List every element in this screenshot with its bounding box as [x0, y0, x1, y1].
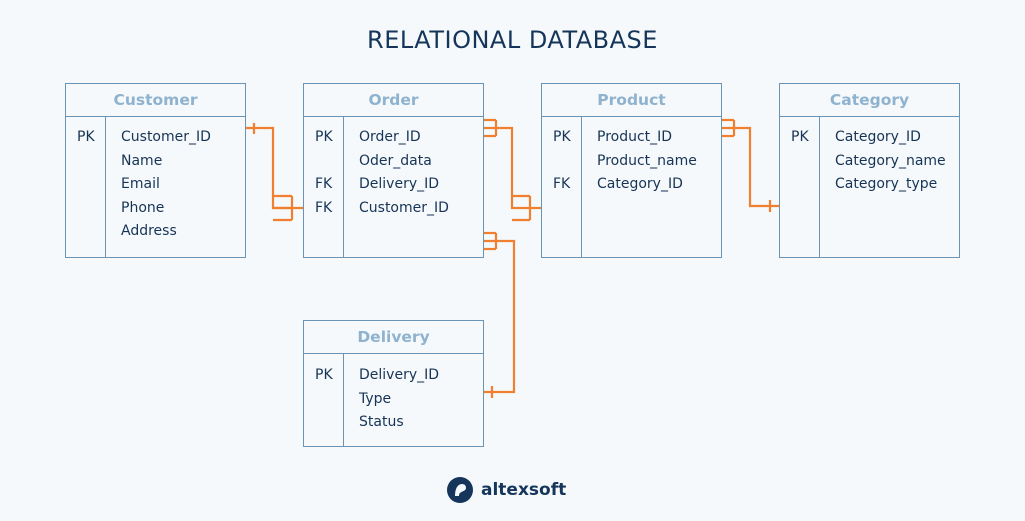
key-label: FK: [553, 176, 571, 192]
key-label: PK: [791, 129, 809, 145]
field-name: Delivery_ID: [359, 176, 440, 192]
table-row: FK Delivery_ID: [304, 176, 483, 200]
connector-order-delivery: [484, 239, 516, 394]
field-name: Status: [359, 414, 404, 430]
table-customer-header: Customer: [66, 84, 245, 117]
table-delivery-header: Delivery: [304, 321, 483, 354]
key-label: FK: [315, 176, 333, 192]
field-name: Type: [359, 391, 392, 407]
altexsoft-logo: altexsoft: [446, 474, 566, 506]
table-product-header: Product: [542, 84, 721, 117]
key-column: [542, 117, 582, 257]
field-name: Name: [121, 153, 163, 169]
connector-order-product: [484, 126, 541, 210]
table-row: Email: [66, 176, 245, 200]
key-label: PK: [553, 129, 571, 145]
table-row: PK Customer_ID: [66, 129, 245, 153]
table-row: Oder_data: [304, 153, 483, 177]
table-row: PK Product_ID: [542, 129, 721, 153]
key-column: [66, 117, 106, 257]
table-order-header: Order: [304, 84, 483, 117]
table-row: FK Category_ID: [542, 176, 721, 200]
table-row: Address: [66, 223, 245, 247]
table-row: Phone: [66, 200, 245, 224]
field-name: Product_name: [597, 153, 697, 169]
table-row: PK Delivery_ID: [304, 367, 483, 391]
altexsoft-logo-icon: [447, 477, 473, 503]
table-order: Order PK Order_ID Oder_data FK Delivery_…: [303, 83, 484, 258]
table-row: Name: [66, 153, 245, 177]
field-name: Product_ID: [597, 129, 673, 145]
field-name: Phone: [121, 200, 165, 216]
table-row: PK Category_ID: [780, 129, 959, 153]
field-name: Customer_ID: [359, 200, 449, 216]
field-name: Email: [121, 176, 160, 192]
table-product: Product PK Product_ID Product_name FK Ca…: [541, 83, 722, 258]
table-category-header: Category: [780, 84, 959, 117]
field-name: Category_type: [835, 176, 938, 192]
field-name: Order_ID: [359, 129, 421, 145]
table-row: PK Order_ID: [304, 129, 483, 153]
field-name: Delivery_ID: [359, 367, 440, 383]
table-row: Category_type: [780, 176, 959, 200]
field-name: Category_name: [835, 153, 946, 169]
key-label: FK: [315, 200, 333, 216]
field-name: Customer_ID: [121, 129, 211, 145]
key-column: [304, 117, 344, 257]
table-row: Category_name: [780, 153, 959, 177]
diagram-title: RELATIONAL DATABASE: [367, 26, 658, 54]
table-delivery: Delivery PK Delivery_ID Type Status: [303, 320, 484, 447]
key-label: PK: [315, 367, 333, 383]
field-name: Address: [121, 223, 177, 239]
table-row: Product_name: [542, 153, 721, 177]
field-name: Category_ID: [597, 176, 683, 192]
key-label: PK: [315, 129, 333, 145]
field-name: Category_ID: [835, 129, 921, 145]
field-name: Oder_data: [359, 153, 432, 169]
table-customer: Customer PK Customer_ID Name Email Phone…: [65, 83, 246, 258]
connector-product-category: [722, 126, 779, 208]
altexsoft-logo-text: altexsoft: [481, 480, 567, 500]
table-category: Category PK Category_ID Category_name Ca…: [779, 83, 960, 258]
key-column: [780, 117, 820, 257]
key-column: [304, 354, 344, 446]
key-label: PK: [77, 129, 95, 145]
table-row: Type: [304, 391, 483, 415]
table-row: Status: [304, 414, 483, 438]
table-row: FK Customer_ID: [304, 200, 483, 224]
